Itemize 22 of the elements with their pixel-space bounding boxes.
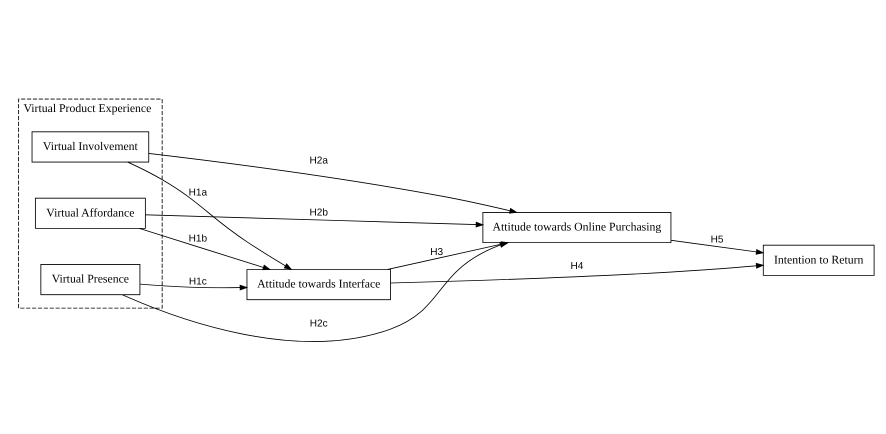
node-box: Attitude towards Interface bbox=[246, 269, 391, 300]
edge-label: H1c bbox=[188, 276, 207, 288]
node-box: Intention to Return bbox=[762, 244, 875, 276]
node-box: Virtual Affordance bbox=[34, 198, 146, 229]
node-box: Virtual Presence bbox=[40, 264, 140, 296]
arrow bbox=[127, 162, 292, 270]
node-box: Attitude towards Online Purchasing bbox=[482, 212, 672, 244]
arrow bbox=[138, 228, 272, 270]
arrow bbox=[148, 153, 518, 214]
edge-label: H4 bbox=[570, 261, 584, 272]
arrow bbox=[390, 262, 764, 284]
arrow bbox=[145, 214, 484, 228]
edge-label: H5 bbox=[710, 234, 724, 246]
edge-label: H2c bbox=[310, 318, 328, 330]
arrow bbox=[670, 240, 764, 255]
edge-label: H2a bbox=[310, 155, 328, 166]
arrow bbox=[140, 284, 248, 291]
edge-label: H1a bbox=[188, 187, 208, 198]
edge-label: H2b bbox=[310, 207, 328, 218]
edge-label: H3 bbox=[430, 246, 444, 258]
node-box: Virtual Involvement bbox=[32, 131, 150, 162]
edge-label: H1b bbox=[188, 233, 208, 244]
